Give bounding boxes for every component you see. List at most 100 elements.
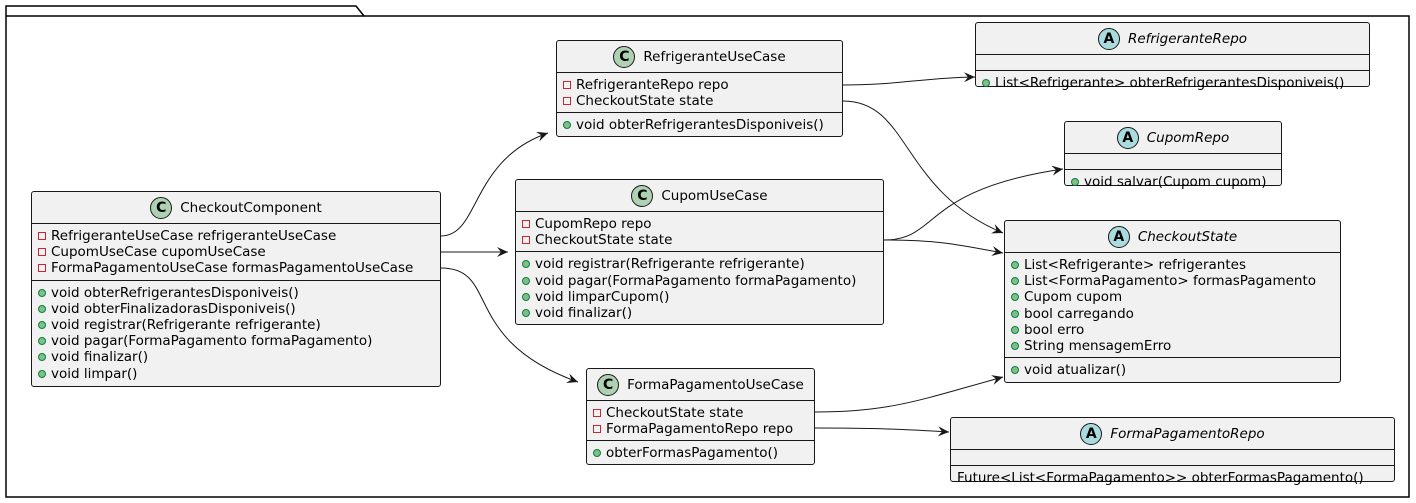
member-text: void finalizar() <box>535 304 633 321</box>
class-header: A FormaPagamentoRepo <box>951 418 1394 449</box>
class-refrigerante-repo[interactable]: A RefrigeranteRepo List<Refrigerante> ob… <box>975 22 1370 91</box>
field-list <box>951 449 1394 465</box>
member-row: void obterFinalizadorasDisponiveis() <box>38 301 434 317</box>
public-visibility-icon <box>1011 342 1019 351</box>
public-visibility-icon <box>522 309 530 318</box>
member-row: bool carregando <box>1011 306 1334 322</box>
member-text: CheckoutState state <box>576 93 714 110</box>
member-text: bool carregando <box>1024 305 1134 322</box>
private-visibility-icon <box>593 409 601 418</box>
member-row: String mensagemErro <box>1011 338 1334 354</box>
private-visibility-icon <box>38 264 46 273</box>
class-badge: A <box>1097 27 1120 50</box>
field-list <box>1065 153 1281 169</box>
public-visibility-icon <box>522 260 530 269</box>
member-text: void registrar(Refrigerante refrigerante… <box>51 316 321 333</box>
public-visibility-icon <box>38 304 46 313</box>
member-text: List<FormaPagamento> formasPagamento <box>1024 273 1317 290</box>
class-header: A RefrigeranteRepo <box>976 23 1369 54</box>
member-text: Future<List<FormaPagamento>> obterFormas… <box>957 470 1364 486</box>
member-row: Cupom cupom <box>1011 289 1334 305</box>
class-badge: C <box>631 184 654 207</box>
private-visibility-icon <box>593 425 601 434</box>
public-visibility-icon <box>982 79 990 88</box>
member-row: CheckoutState state <box>563 93 836 109</box>
member-text: void pagar(FormaPagamento formaPagamento… <box>535 272 857 289</box>
public-visibility-icon <box>38 337 46 346</box>
class-refrigerante-use-case[interactable]: C RefrigeranteUseCase RefrigeranteRepo r… <box>556 40 843 137</box>
public-visibility-icon <box>38 321 46 330</box>
member-row: CupomRepo repo <box>522 216 877 232</box>
method-list: Future<List<FormaPagamento>> obterFormas… <box>951 465 1394 489</box>
private-visibility-icon <box>522 236 530 245</box>
member-row: List<FormaPagamento> formasPagamento <box>1011 273 1334 289</box>
class-name: CheckoutComponent <box>180 199 322 216</box>
public-visibility-icon <box>1011 293 1019 302</box>
member-text: CheckoutState state <box>606 405 744 421</box>
member-row: void registrar(Refrigerante refrigerante… <box>522 256 877 272</box>
member-row: obterFormasPagamento() <box>593 445 808 461</box>
member-text: Cupom cupom <box>1024 289 1123 306</box>
class-forma-pagamento-use-case[interactable]: C FormaPagamentoUseCase CheckoutState st… <box>586 368 815 465</box>
public-visibility-icon <box>563 121 571 130</box>
class-badge: C <box>150 196 173 219</box>
public-visibility-icon <box>1011 277 1019 286</box>
edge-cupom-usecase-to-state <box>883 239 1004 256</box>
public-visibility-icon <box>522 276 530 285</box>
edge-formapagamento-usecase-to-repo <box>814 426 950 437</box>
class-name: CupomRepo <box>1146 129 1230 146</box>
class-cupom-repo[interactable]: A CupomRepo void salvar(Cupom cupom) <box>1064 121 1282 190</box>
edge-refrigerante-usecase-to-state <box>842 100 1004 234</box>
member-text: List<Refrigerante> refrigerantes <box>1024 257 1246 273</box>
class-checkout-component[interactable]: C CheckoutComponent RefrigeranteUseCase … <box>31 191 441 387</box>
member-row: RefrigeranteUseCase refrigeranteUseCase <box>38 228 434 244</box>
class-name: RefrigeranteRepo <box>1127 30 1248 47</box>
member-row: Future<List<FormaPagamento>> obterFormas… <box>957 470 1388 486</box>
member-row: void limparCupom() <box>522 289 877 305</box>
public-visibility-icon <box>38 369 46 378</box>
public-visibility-icon <box>1011 325 1019 334</box>
public-visibility-icon <box>38 353 46 362</box>
member-row: void obterRefrigerantesDisponiveis() <box>38 285 434 301</box>
public-visibility-icon <box>1011 366 1019 375</box>
method-list: void obterRefrigerantesDisponiveis() <box>557 112 842 136</box>
method-list: void obterRefrigerantesDisponiveis()void… <box>32 279 440 385</box>
class-header: A CupomRepo <box>1065 122 1281 153</box>
edge-checkout-to-refrigerante-usecase <box>440 131 549 237</box>
member-row: CheckoutState state <box>522 232 877 248</box>
member-row: bool erro <box>1011 322 1334 338</box>
class-forma-pagamento-repo[interactable]: A FormaPagamentoRepo Future<List<FormaPa… <box>950 417 1395 486</box>
member-row: void salvar(Cupom cupom) <box>1071 174 1275 190</box>
class-name: RefrigeranteUseCase <box>643 48 786 65</box>
member-text: obterFormasPagamento() <box>606 445 779 462</box>
member-row: FormaPagamentoUseCase formasPagamentoUse… <box>38 260 434 276</box>
public-visibility-icon <box>593 449 601 458</box>
class-checkout-state[interactable]: A CheckoutState List<Refrigerante> refri… <box>1004 220 1341 383</box>
class-header: C CheckoutComponent <box>32 192 440 223</box>
public-visibility-icon <box>38 288 46 297</box>
method-list: void atualizar() <box>1005 357 1340 381</box>
public-visibility-icon <box>1071 178 1079 187</box>
edge-refrigerante-usecase-to-repo <box>842 72 976 86</box>
class-name: CheckoutState <box>1137 228 1238 245</box>
class-badge: A <box>1107 225 1130 248</box>
class-name: FormaPagamentoUseCase <box>627 376 804 393</box>
class-header: A CheckoutState <box>1005 221 1340 252</box>
member-row: RefrigeranteRepo repo <box>563 77 836 93</box>
class-name: FormaPagamentoRepo <box>1110 425 1265 442</box>
private-visibility-icon <box>563 97 571 106</box>
member-text: void obterRefrigerantesDisponiveis() <box>51 284 299 301</box>
member-text: RefrigeranteUseCase refrigeranteUseCase <box>51 228 337 244</box>
public-visibility-icon <box>522 292 530 301</box>
class-badge: A <box>1116 126 1139 149</box>
member-text: FormaPagamentoRepo repo <box>606 421 794 438</box>
member-text: RefrigeranteRepo repo <box>576 77 729 93</box>
class-badge: C <box>597 373 620 396</box>
